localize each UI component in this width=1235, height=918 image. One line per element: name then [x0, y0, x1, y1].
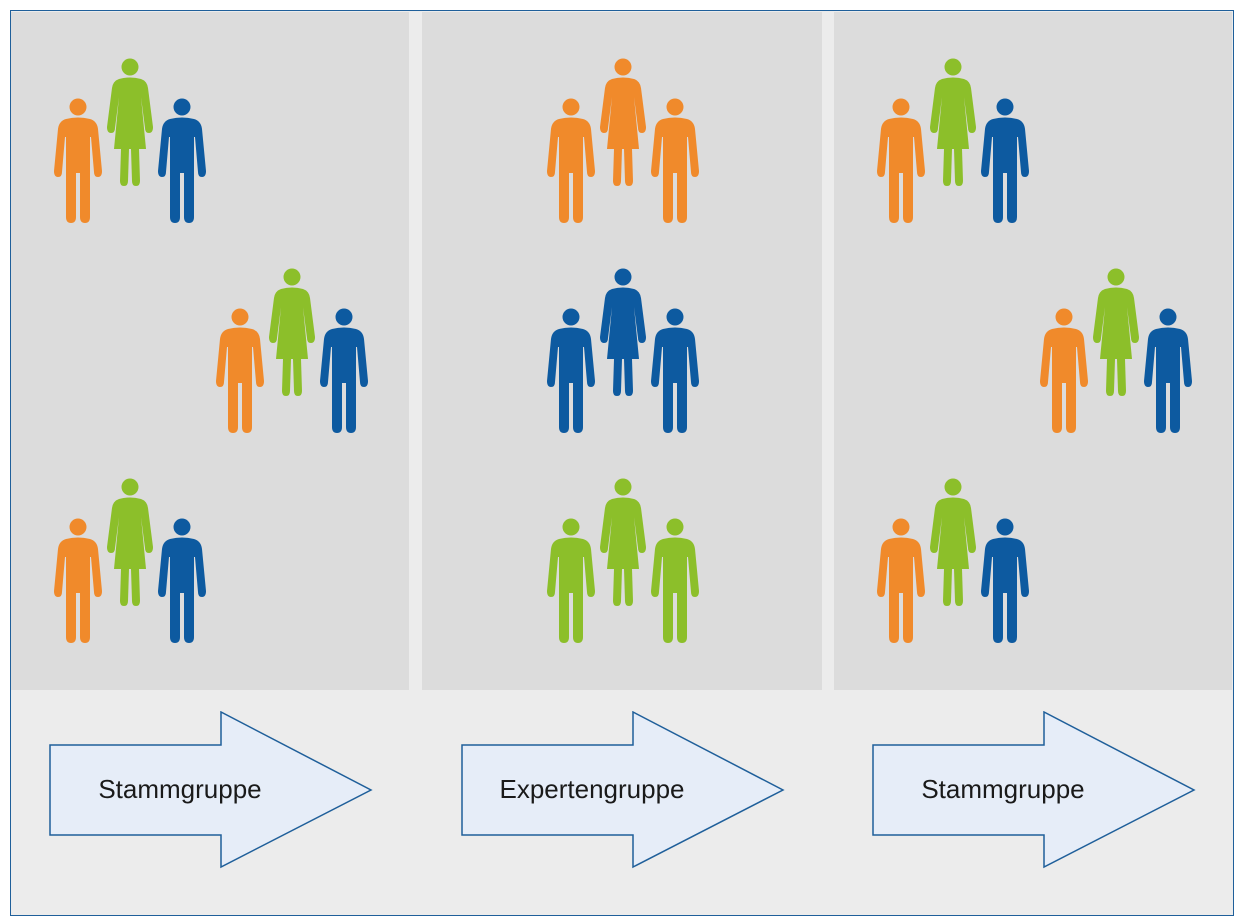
person-male-orange-icon: [216, 308, 264, 433]
person-female-green-icon: [930, 58, 976, 186]
person-female-orange-icon: [600, 58, 646, 186]
person-male-blue-icon: [320, 308, 368, 433]
person-female-blue-icon: [600, 268, 646, 396]
person-male-blue-icon: [1144, 308, 1192, 433]
person-male-orange-icon: [54, 518, 102, 643]
arrow-label: Stammgruppe: [921, 774, 1085, 804]
person-male-blue-icon: [981, 98, 1029, 223]
person-male-blue-icon: [158, 98, 206, 223]
arrow-shape: [872, 711, 1196, 869]
person-female-green-icon: [930, 478, 976, 606]
diagram-frame: Stammgruppe Expertengruppe Stammgruppe: [10, 10, 1234, 916]
person-male-orange-icon: [54, 98, 102, 223]
person-male-blue-icon: [547, 308, 595, 433]
person-male-blue-icon: [158, 518, 206, 643]
arrow-label: Stammgruppe: [98, 774, 262, 804]
person-female-green-icon: [107, 58, 153, 186]
person-male-green-icon: [547, 518, 595, 643]
person-male-blue-icon: [651, 308, 699, 433]
person-male-orange-icon: [547, 98, 595, 223]
person-male-orange-icon: [877, 98, 925, 223]
person-female-green-icon: [1093, 268, 1139, 396]
person-male-blue-icon: [981, 518, 1029, 643]
person-female-green-icon: [107, 478, 153, 606]
person-male-orange-icon: [877, 518, 925, 643]
person-male-orange-icon: [1040, 308, 1088, 433]
person-female-green-icon: [600, 478, 646, 606]
arrow-column-2: Expertengruppe: [461, 711, 791, 871]
arrow-label: Expertengruppe: [499, 774, 685, 804]
arrow-shape: [49, 711, 373, 869]
arrow-column-1: Stammgruppe: [49, 711, 379, 871]
person-female-green-icon: [269, 268, 315, 396]
person-male-orange-icon: [651, 98, 699, 223]
person-male-green-icon: [651, 518, 699, 643]
arrow-shape: [461, 711, 785, 869]
arrow-column-3: Stammgruppe: [872, 711, 1202, 871]
